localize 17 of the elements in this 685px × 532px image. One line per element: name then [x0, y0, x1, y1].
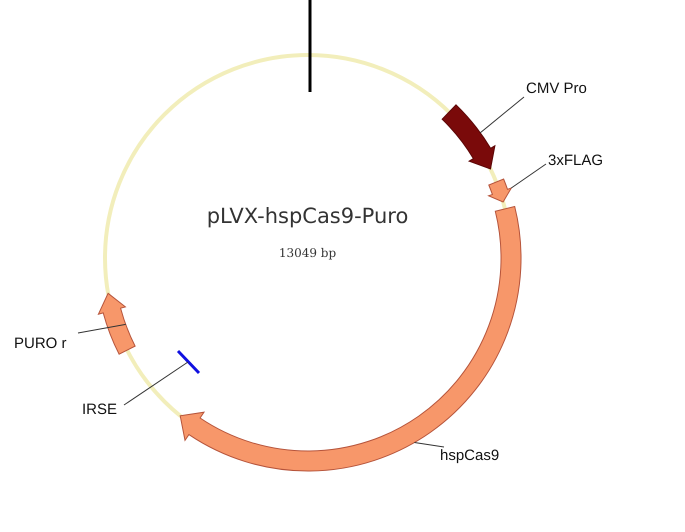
feature-label: IRSE — [82, 401, 118, 418]
feature-label: 3xFLAG — [548, 152, 604, 169]
plasmid-size: 13049 bp — [278, 246, 338, 260]
gene-segment — [488, 178, 512, 202]
leader-line — [510, 164, 546, 188]
gene-segment — [98, 292, 136, 355]
gene-segment — [442, 104, 496, 170]
gene-segment — [180, 206, 522, 472]
leader-line — [78, 324, 126, 334]
feature-label: hspCas9 — [440, 447, 500, 464]
leader-line — [124, 362, 188, 406]
site-marker — [176, 350, 200, 374]
feature-label: PURO r — [14, 335, 66, 352]
leader-line — [480, 96, 524, 134]
leader-line — [414, 442, 444, 448]
feature-label: CMV Pro — [526, 80, 587, 97]
plasmid-name: pLVX-hspCas9-Puro — [206, 204, 410, 228]
